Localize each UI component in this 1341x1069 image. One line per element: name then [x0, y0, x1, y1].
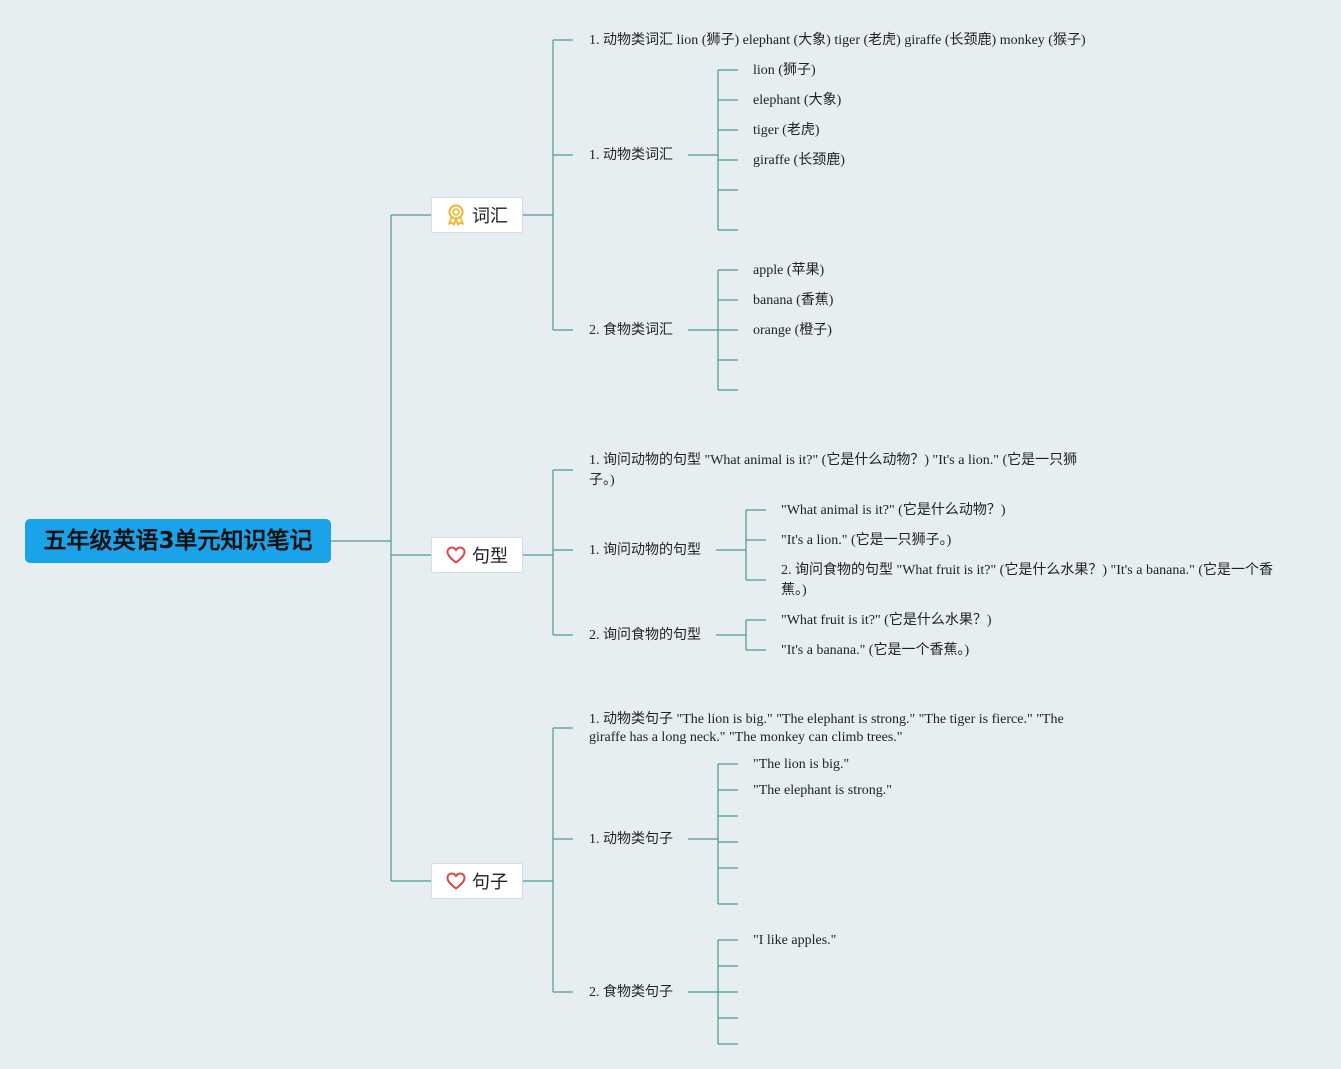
sentences-summary-node[interactable]: 1. 动物类句子 "The lion is big." "The elephan… — [589, 712, 1064, 745]
branch-sentences[interactable]: 句子 — [431, 863, 523, 899]
heart-icon — [446, 872, 466, 890]
sentences-animal-item[interactable]: "The elephant is strong." — [753, 783, 892, 798]
patterns-animal-item[interactable]: 2. 询问食物的句型 "What fruit is it?" (它是什么水果？)… — [781, 563, 1273, 598]
branch-vocab[interactable]: 词汇 — [431, 197, 523, 233]
award-ribbon-icon — [446, 204, 466, 226]
sentences-food-item[interactable]: "I like apples." — [753, 933, 837, 948]
vocab-animal-item[interactable]: tiger (老虎) — [753, 123, 820, 138]
vocab-food-item[interactable]: apple (苹果) — [753, 263, 825, 278]
vocab-food-item[interactable]: orange (橙子) — [753, 323, 832, 338]
vocab-summary-node[interactable]: 1. 动物类词汇 lion (狮子) elephant (大象) tiger (… — [589, 33, 1086, 48]
sentences-animal-item[interactable]: "The lion is big." — [753, 757, 850, 772]
patterns-animal-item[interactable]: "It's a lion." (它是一只狮子。) — [781, 533, 952, 548]
patterns-animal-item[interactable]: "What animal is it?" (它是什么动物？) — [781, 503, 1006, 518]
branch-patterns-label: 句型 — [472, 546, 508, 567]
patterns-summary-node[interactable]: 1. 询问动物的句型 "What animal is it?" (它是什么动物？… — [589, 453, 1078, 488]
vocab-food-node[interactable]: 2. 食物类词汇 — [589, 323, 673, 338]
vocab-animal-item[interactable]: giraffe (长颈鹿) — [753, 153, 845, 168]
patterns-animal-node[interactable]: 1. 询问动物的句型 — [589, 543, 701, 558]
patterns-food-node[interactable]: 2. 询问食物的句型 — [589, 628, 701, 643]
patterns-food-item[interactable]: "What fruit is it?" (它是什么水果？) — [781, 613, 992, 628]
heart-icon — [446, 546, 466, 564]
vocab-animal-item[interactable]: elephant (大象) — [753, 93, 842, 108]
branch-vocab-label: 词汇 — [472, 206, 508, 227]
root-topic[interactable]: 五年级英语3单元知识笔记 — [25, 519, 331, 563]
vocab-animals-node[interactable]: 1. 动物类词汇 — [589, 148, 673, 163]
branch-sentences-label: 句子 — [472, 872, 508, 893]
sentences-animal-node[interactable]: 1. 动物类句子 — [589, 832, 673, 847]
vocab-food-item[interactable]: banana (香蕉) — [753, 293, 834, 308]
vocab-animal-item[interactable]: lion (狮子) — [753, 63, 816, 78]
sentences-food-node[interactable]: 2. 食物类句子 — [589, 985, 673, 1000]
patterns-food-item[interactable]: "It's a banana." (它是一个香蕉。) — [781, 643, 970, 658]
branch-patterns[interactable]: 句型 — [431, 537, 523, 573]
